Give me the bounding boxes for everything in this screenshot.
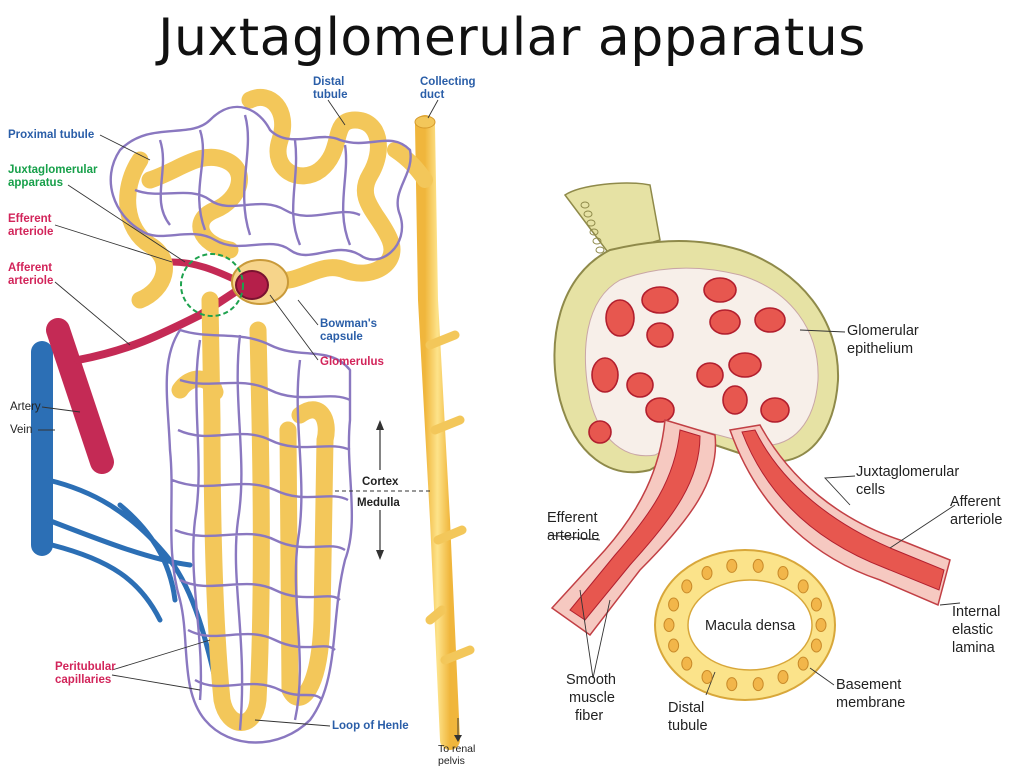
medulla-arrowhead — [376, 550, 384, 560]
collecting-duct — [415, 115, 460, 750]
label-glomerular-epithelium: Glomerular epithelium — [847, 323, 923, 357]
label-distal-tubule: Distal tubule — [313, 76, 348, 101]
slide-title: Juxtaglomerular apparatus — [158, 8, 866, 68]
capsule-neck — [563, 182, 661, 256]
label-macula-densa: Macula densa — [705, 618, 796, 634]
label-distal-tubule-right: Distal tubule — [668, 700, 708, 734]
capsule-cell-nucleus — [583, 210, 593, 218]
jga-highlight-circle — [180, 253, 244, 317]
tubule-cell-nucleus — [777, 566, 789, 580]
label-cortex: Cortex — [362, 476, 399, 488]
vein-branches — [45, 477, 228, 723]
tubule-cell-nucleus — [726, 558, 738, 573]
leader-lines-right — [547, 329, 961, 696]
macula-densa-lumen — [687, 579, 813, 671]
afferent-arteriole-right-lumen — [741, 429, 945, 591]
label-juxtaglomerular-apparatus: Juxtaglomerular apparatus — [8, 164, 101, 189]
glomerulus-left — [235, 270, 269, 300]
label-collecting-duct: Collecting duct — [420, 76, 479, 101]
nephron-illustration: Distal tubule Collecting duct Proximal t… — [8, 76, 479, 767]
capsule-cell-nucleus — [592, 237, 602, 245]
tubule-cell-nucleus — [797, 579, 809, 594]
collecting-duct-opening — [414, 115, 436, 129]
tubule-cell-nucleus — [663, 618, 675, 632]
label-smooth-muscle-fiber: Smooth muscle fiber — [566, 672, 620, 724]
tubule-cell-nucleus — [668, 638, 680, 653]
label-afferent-arteriole: Afferent arteriole — [8, 262, 55, 287]
capsule-cell-nucleus — [586, 219, 596, 227]
capsule-cell-nucleus — [580, 201, 590, 209]
epithelial-cells — [580, 201, 827, 692]
artery-branch — [74, 288, 239, 364]
efferent-arteriole-right-lumen — [569, 429, 701, 621]
efferent-arteriole-left — [168, 258, 244, 286]
peritubular-capillaries — [109, 105, 412, 744]
label-loop-of-henle: Loop of Henle — [332, 720, 409, 732]
tubule-cell-nucleus — [815, 618, 827, 632]
label-basement-membrane: Basement membrane — [836, 677, 905, 711]
label-bowmans-capsule: Bowman's capsule — [320, 318, 380, 343]
label-efferent-arteriole: Efferent arteriole — [8, 213, 55, 238]
collecting-duct-branches — [425, 330, 475, 665]
tubule-cell-nucleus — [777, 670, 789, 684]
tubule-cell-nucleus — [752, 677, 764, 692]
label-artery: Artery — [10, 401, 41, 413]
label-glomerulus: Glomerulus — [320, 356, 384, 368]
label-afferent-arteriole-right: Afferent arteriole — [950, 494, 1005, 528]
label-to-renal-pelvis: To renal pelvis — [438, 743, 478, 767]
label-juxtaglomerular-cells: Juxtaglomerular cells — [856, 464, 963, 498]
distal-to-collecting — [387, 142, 433, 188]
label-efferent-arteriole-right: Efferent arteriole — [547, 510, 602, 544]
tubule-cell-nucleus — [668, 597, 680, 612]
capsule-cell-nucleus — [589, 228, 599, 236]
label-peritubular-capillaries: Peritubular capillaries — [55, 661, 119, 686]
glomerular-capillaries — [588, 277, 790, 444]
label-proximal-tubule: Proximal tubule — [8, 129, 94, 141]
tubule-cell-nucleus — [681, 579, 693, 594]
loop-of-henle — [171, 291, 335, 731]
convoluted-tubules — [119, 88, 401, 309]
tubule-cell-nucleus — [681, 656, 693, 671]
tubule-cell-nucleus — [752, 558, 764, 573]
tubule-cell-nucleus — [797, 656, 809, 671]
tubule-cell-nucleus — [810, 597, 822, 612]
tubule-cell-nucleus — [726, 677, 738, 692]
tubule-cell-nucleus — [810, 638, 822, 653]
tubule-cell-nucleus — [701, 670, 713, 684]
cortex-arrowhead — [376, 420, 384, 430]
pelvis-arrowhead — [454, 735, 462, 742]
label-vein: Vein — [10, 424, 32, 436]
tubule-cell-nucleus — [701, 566, 713, 580]
label-medulla: Medulla — [357, 497, 400, 509]
leader-lines-left — [38, 99, 459, 738]
capsule-cell-nucleus — [595, 246, 605, 254]
artery-vessel — [46, 318, 114, 474]
jga-detail-illustration: Glomerular epithelium Juxtaglomerular ce… — [547, 182, 1005, 734]
label-internal-elastic-lamina: Internal elastic lamina — [952, 604, 1004, 656]
